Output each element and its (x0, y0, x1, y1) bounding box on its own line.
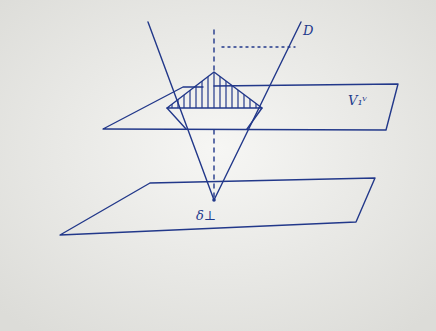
plane-label: D (303, 24, 313, 37)
plane-label: δ⊥ (196, 209, 216, 222)
plane-label: V₁ᵛ (348, 94, 367, 107)
